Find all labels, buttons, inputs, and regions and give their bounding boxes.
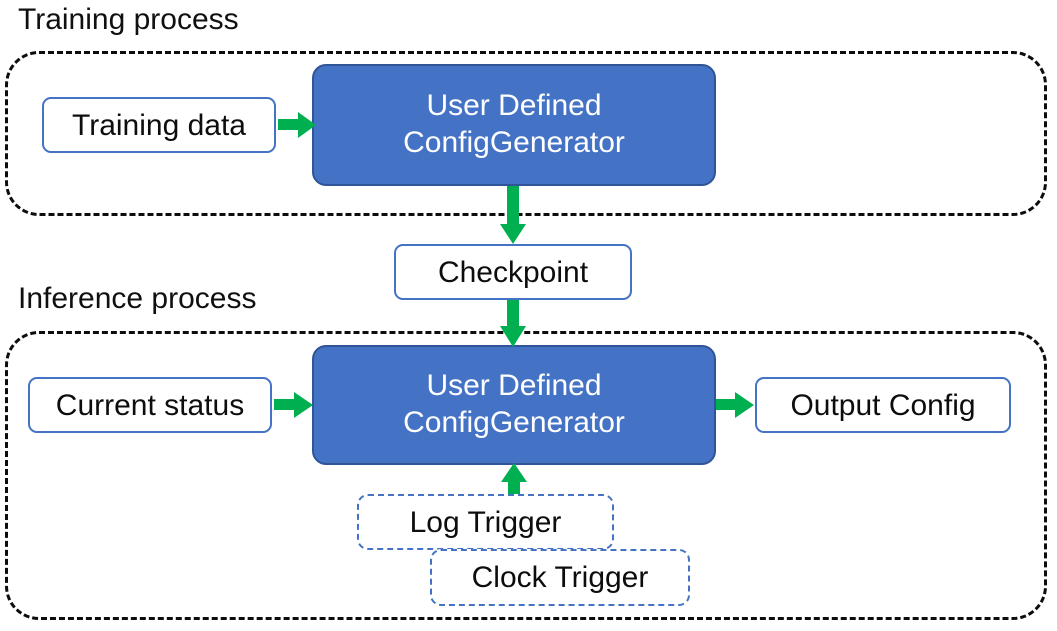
training-data-box[interactable]: Training data: [42, 97, 276, 153]
training-config-generator-line-1: User Defined: [426, 89, 602, 123]
training-config-generator-box[interactable]: User Defined ConfigGenerator: [312, 64, 716, 186]
current-status-box[interactable]: Current status: [28, 377, 272, 433]
inference-config-generator-line-2: ConfigGenerator: [403, 406, 625, 439]
inference-config-generator-line-1: User Defined: [426, 369, 602, 403]
training-process-caption: Training process: [18, 3, 239, 36]
inference-process-container: [5, 331, 1047, 620]
checkpoint-box[interactable]: Checkpoint: [394, 244, 632, 300]
inference-config-generator-box[interactable]: User Defined ConfigGenerator: [312, 345, 716, 465]
inference-process-caption: Inference process: [18, 282, 257, 315]
training-process-container: [5, 51, 1047, 216]
clock-trigger-box[interactable]: Clock Trigger: [430, 549, 690, 606]
training-config-generator-line-2: ConfigGenerator: [403, 126, 625, 159]
log-trigger-box[interactable]: Log Trigger: [357, 494, 614, 550]
output-config-box[interactable]: Output Config: [755, 377, 1011, 433]
